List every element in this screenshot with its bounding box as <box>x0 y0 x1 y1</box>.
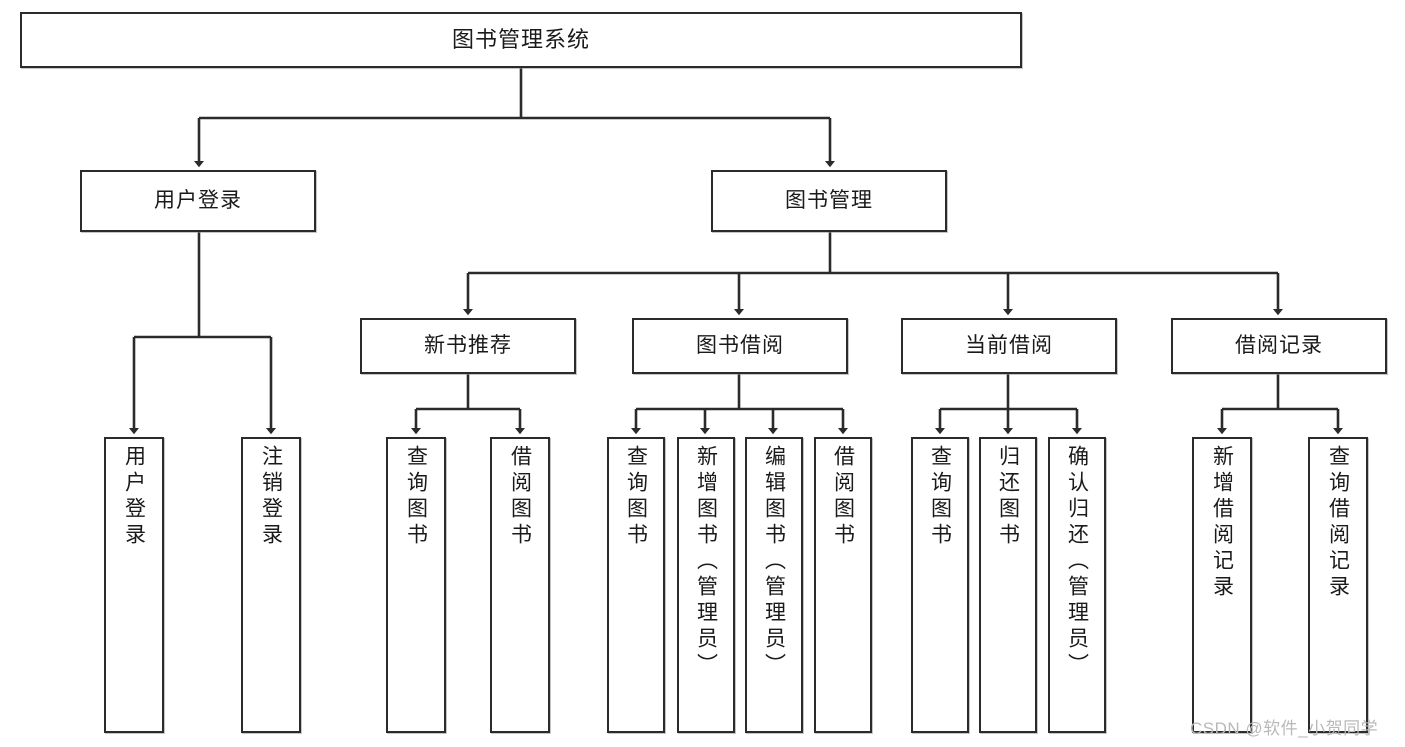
node-new-book-recommend[interactable]: 新书推荐 <box>360 318 576 374</box>
node-leaf-user-login-label: 用户登录 <box>122 445 146 549</box>
node-leaf-borrow-book-1[interactable]: 借阅图书 <box>490 437 550 733</box>
node-root[interactable]: 图书管理系统 <box>20 12 1022 68</box>
node-leaf-borrow-book-2[interactable]: 借阅图书 <box>814 437 872 733</box>
node-leaf-add-record[interactable]: 新增借阅记录 <box>1192 437 1252 733</box>
node-leaf-add-record-label: 新增借阅记录 <box>1210 445 1234 601</box>
node-leaf-query-book-3[interactable]: 查询图书 <box>911 437 969 733</box>
node-leaf-add-book[interactable]: 新增图书（管理员） <box>677 437 735 733</box>
watermark-csdn: CSDN @软件_小贺同学 <box>1190 719 1379 738</box>
node-leaf-query-book-2[interactable]: 查询图书 <box>607 437 665 733</box>
node-leaf-query-book-1[interactable]: 查询图书 <box>386 437 446 733</box>
node-leaf-add-book-label: 新增图书（管理员） <box>694 445 718 679</box>
node-leaf-logout-login-label: 注销登录 <box>259 445 283 549</box>
node-leaf-borrow-book-1-label: 借阅图书 <box>508 445 532 549</box>
node-leaf-query-book-3-label: 查询图书 <box>928 445 952 549</box>
node-leaf-borrow-book-2-label: 借阅图书 <box>831 445 855 549</box>
node-leaf-confirm-return-label: 确认归还（管理员） <box>1065 445 1089 679</box>
node-leaf-query-book-1-label: 查询图书 <box>404 445 428 549</box>
node-borrow-record[interactable]: 借阅记录 <box>1171 318 1387 374</box>
node-leaf-edit-book-label: 编辑图书（管理员） <box>762 445 786 679</box>
node-borrow-record-label: 借阅记录 <box>1235 334 1323 358</box>
node-book-manage-label: 图书管理 <box>785 189 873 213</box>
node-leaf-user-login[interactable]: 用户登录 <box>104 437 164 733</box>
node-leaf-confirm-return[interactable]: 确认归还（管理员） <box>1048 437 1106 733</box>
node-leaf-query-book-2-label: 查询图书 <box>624 445 648 549</box>
node-user-login-label: 用户登录 <box>154 189 242 213</box>
node-book-borrow[interactable]: 图书借阅 <box>632 318 848 374</box>
node-current-borrow[interactable]: 当前借阅 <box>901 318 1117 374</box>
node-current-borrow-label: 当前借阅 <box>965 334 1053 358</box>
node-leaf-logout-login[interactable]: 注销登录 <box>241 437 301 733</box>
node-leaf-return-book-label: 归还图书 <box>996 445 1020 549</box>
node-book-manage[interactable]: 图书管理 <box>711 170 947 232</box>
node-leaf-edit-book[interactable]: 编辑图书（管理员） <box>745 437 803 733</box>
node-leaf-return-book[interactable]: 归还图书 <box>979 437 1037 733</box>
node-book-borrow-label: 图书借阅 <box>696 334 784 358</box>
node-new-book-recommend-label: 新书推荐 <box>424 334 512 358</box>
node-leaf-query-record-label: 查询借阅记录 <box>1326 445 1350 601</box>
node-root-label: 图书管理系统 <box>451 26 590 52</box>
node-user-login[interactable]: 用户登录 <box>80 170 316 232</box>
node-leaf-query-record[interactable]: 查询借阅记录 <box>1308 437 1368 733</box>
